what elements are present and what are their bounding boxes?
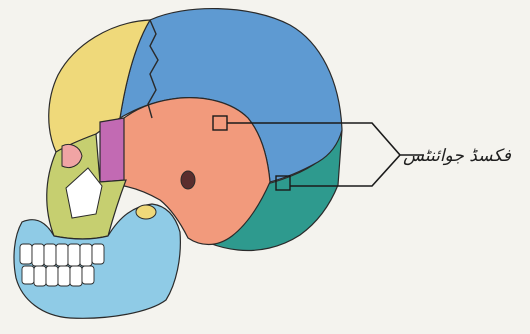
upper-teeth: [20, 244, 104, 266]
ear-opening: [181, 171, 195, 189]
sphenoid-bone: [100, 118, 126, 182]
lower-teeth: [22, 266, 94, 286]
fixed-joints-label: فکسڈ جوائنٹس: [398, 136, 516, 176]
zygomatic-arch-knob: [136, 205, 156, 219]
